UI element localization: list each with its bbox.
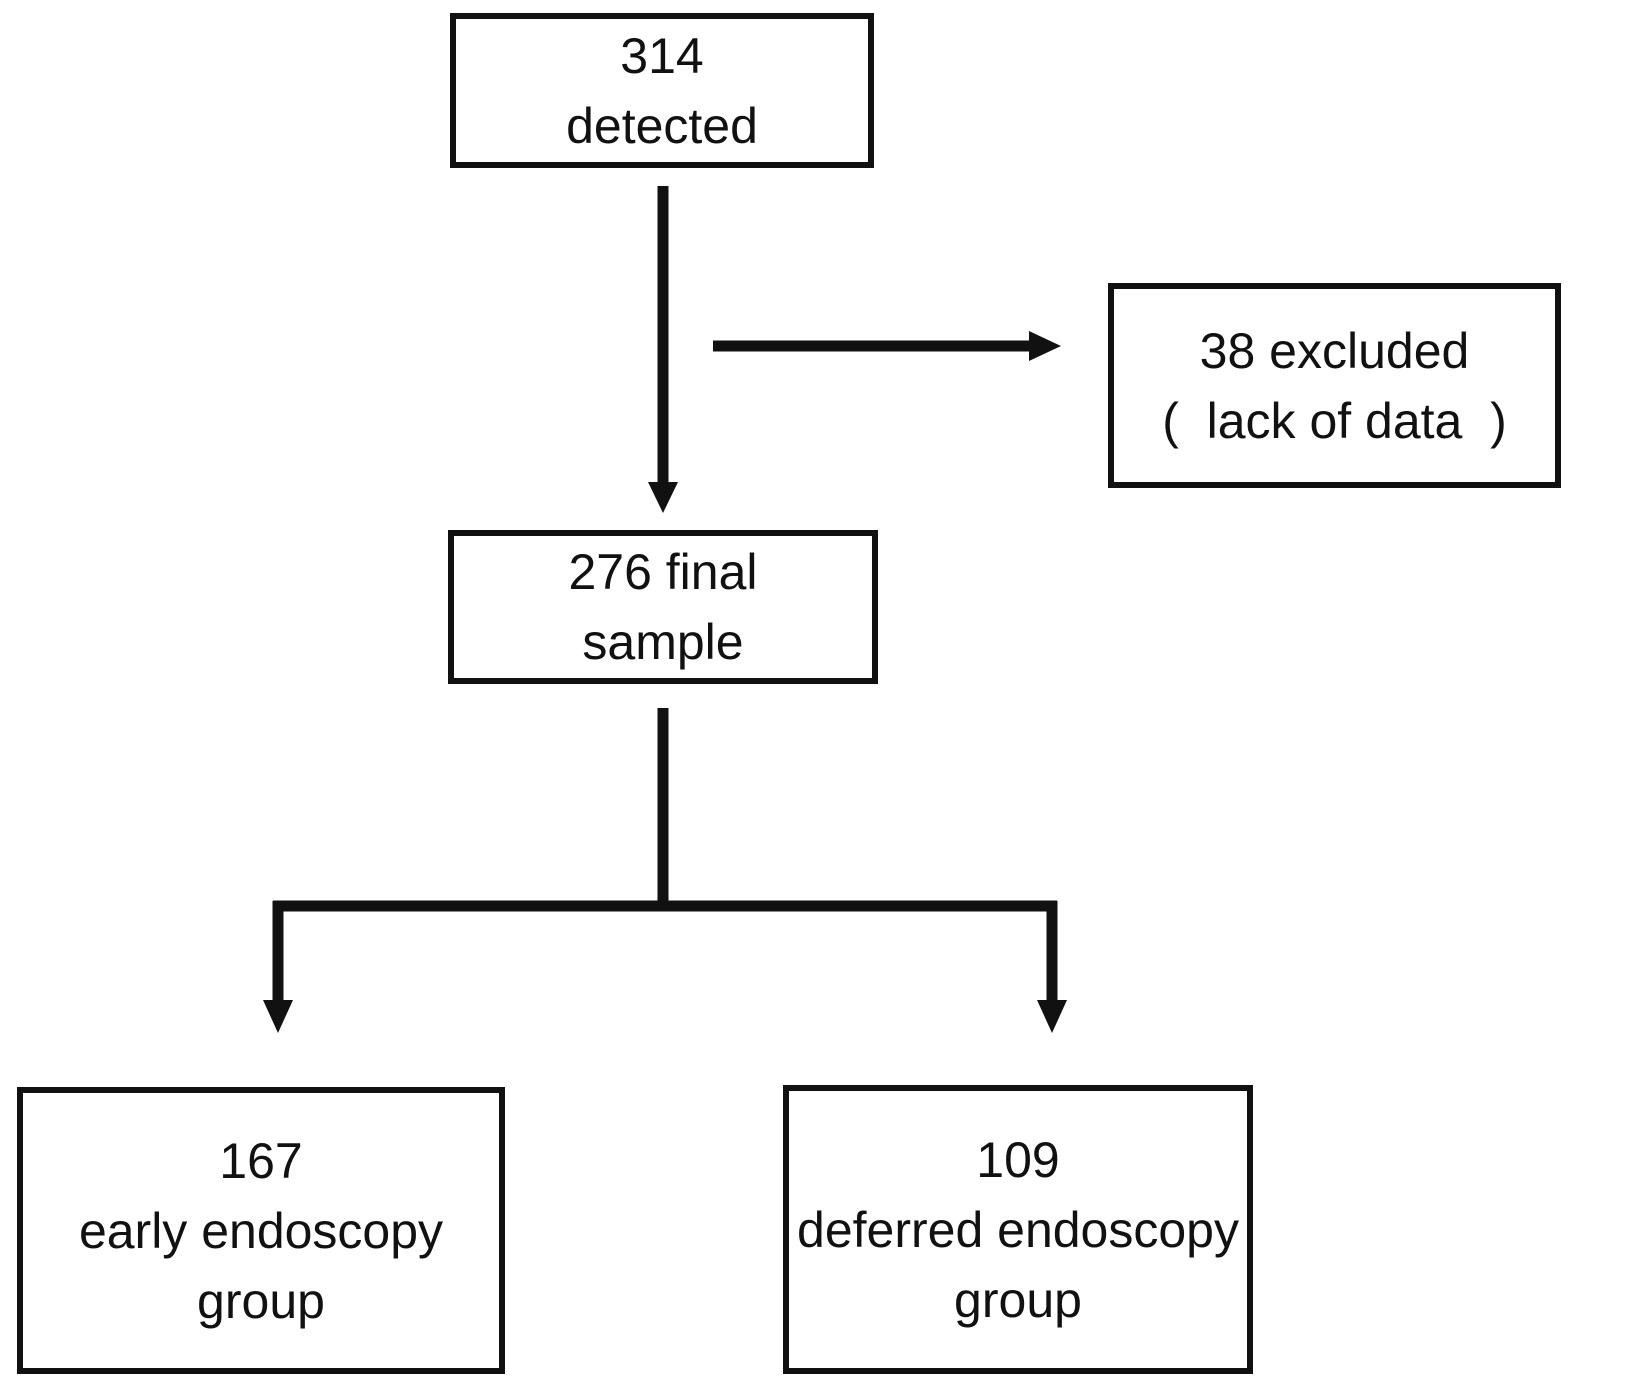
node-detected-line-1: 314: [620, 27, 704, 84]
node-final-sample-line-1: 276 final: [568, 544, 758, 600]
node-early-endoscopy-group: 167 early endoscopy group: [17, 1087, 505, 1374]
node-early-endoscopy-group-line-3: group: [197, 1272, 325, 1329]
node-excluded-line-2: ( lack of data ): [1162, 392, 1507, 449]
node-detected-line-2: detected: [566, 97, 758, 154]
node-early-endoscopy-group-line-2: early endoscopy: [78, 1202, 444, 1259]
split-connector: [263, 708, 1067, 1033]
node-deferred-endoscopy-group-line-1: 109: [976, 1131, 1060, 1188]
node-early-endoscopy-group-line-1: 167: [219, 1132, 303, 1189]
arrow-detected-to-final-sample: [648, 186, 678, 513]
node-excluded-line-1: 38 excluded: [1199, 322, 1470, 379]
node-excluded: 38 excluded ( lack of data ): [1108, 283, 1561, 488]
node-deferred-endoscopy-group-line-2: deferred endoscopy: [797, 1201, 1239, 1258]
arrow-detected-to-excluded: [713, 331, 1061, 361]
node-deferred-endoscopy-group-line-3: group: [954, 1271, 1082, 1328]
node-detected: 314 detected: [450, 13, 874, 168]
node-final-sample-line-2: sample: [582, 614, 744, 670]
node-final-sample: 276 final sample: [448, 530, 878, 684]
node-deferred-endoscopy-group: 109 deferred endoscopy group: [783, 1085, 1253, 1374]
